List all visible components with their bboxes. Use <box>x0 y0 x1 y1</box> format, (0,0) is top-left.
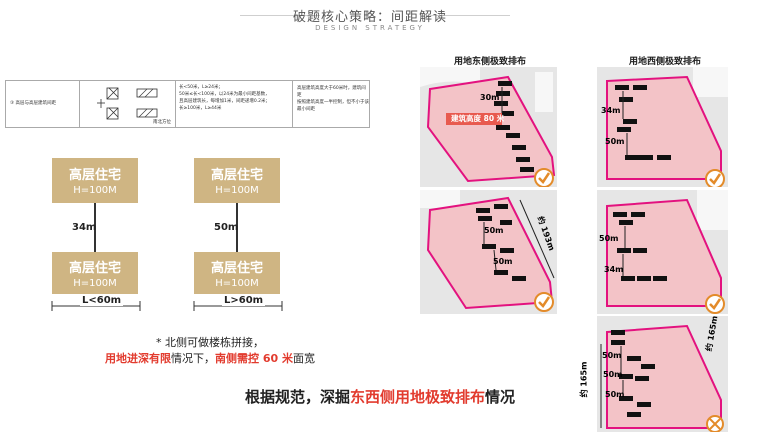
dim-label: 50m <box>493 257 513 266</box>
spec-orientation-note: 南北方位 <box>153 120 171 125</box>
spec-rule-line: 长≥100米，L≥44米 <box>179 106 222 111</box>
building-height-label: 建筑高度 80 米 <box>451 114 505 123</box>
box-height: H=100M <box>215 185 259 196</box>
spec-extra-line: 按照建筑高度一半控制，但不小于该 <box>297 100 369 105</box>
east-panel-title: 用地东侧极致排布 <box>453 57 526 67</box>
note-highlight: 用地进深有限 <box>105 352 172 365</box>
box-title: 高层住宅 <box>210 261 263 276</box>
west-site-plan-1 <box>597 67 728 187</box>
title-right-rule <box>430 15 510 16</box>
box-title: 高层住宅 <box>210 168 263 183</box>
conclusion-text: 情况 <box>485 388 516 406</box>
dim-label: 34m <box>601 106 621 115</box>
box-title: 高层住宅 <box>68 261 121 276</box>
spec-extra-cell: 高层建筑高度大于60米时，建筑间距 按照建筑高度一半控制，但不小于该 最小间距 <box>297 85 369 113</box>
gap-line-left <box>94 203 96 252</box>
length-dim-right <box>193 301 283 311</box>
spec-rule-line: 50米≤长<100米，以24米为最小间距基数， <box>179 92 270 97</box>
east-site-plan-1 <box>420 67 557 187</box>
west-site-plan-3 <box>597 316 728 432</box>
spec-extra-line: 高层建筑高度大于60米时，建筑间距 <box>297 86 366 98</box>
title-left-rule <box>240 15 320 16</box>
spacing-diagram-icon <box>97 87 158 120</box>
gap-label-right: 50m <box>214 222 239 233</box>
page-title: 破题核心策略：间距解读 <box>292 10 447 25</box>
dim-label: 50m <box>599 234 619 243</box>
residential-box-top-left: 高层住宅 H=100M <box>52 158 138 203</box>
note-line-2: 用地进深有限情况下，南侧需控 60 米面宽 <box>0 350 420 366</box>
check-icon <box>538 296 551 308</box>
residential-box-top-right: 高层住宅 H=100M <box>194 158 280 203</box>
length-label-left: L<60m <box>80 295 124 306</box>
note-text: 面宽 <box>292 352 315 365</box>
dim-label: 50m <box>605 390 625 399</box>
conclusion: 根据规范，深掘东西侧用地极致排布情况 <box>0 386 760 407</box>
residential-box-bottom-right: 高层住宅 H=100M <box>194 252 280 294</box>
spec-diagram-cell: 南北方位 <box>79 81 176 127</box>
dim-label: 50m <box>603 370 623 379</box>
spec-row-label: ③ 高层与高层建筑间距 <box>10 101 56 106</box>
spec-table: ③ 高层与高层建筑间距 南北方位 长<50米，L≥24米； 50米≤长<100米… <box>5 80 370 128</box>
length-label-right: L>60m <box>222 295 266 306</box>
length-dim-left <box>51 301 141 311</box>
cross-icon <box>709 418 721 430</box>
check-icon <box>709 173 722 185</box>
spec-rule-line: 且高层建筑长，每增加1米，间距递增0.2米； <box>179 99 271 104</box>
note-line-1: * 北侧可做楼栋拼接， <box>156 336 264 349</box>
gap-label-left: 34m <box>72 222 97 233</box>
dim-label: 34m <box>604 265 624 274</box>
check-icon <box>538 172 551 184</box>
conclusion-text: 根据规范，深掘 <box>244 388 350 406</box>
check-icon <box>709 298 722 310</box>
residential-box-bottom-left: 高层住宅 H=100M <box>52 252 138 294</box>
box-height: H=100M <box>73 185 117 196</box>
dim-label: 约 165m <box>579 361 589 398</box>
box-height: H=100M <box>73 278 117 289</box>
note-text: 情况下， <box>171 352 216 365</box>
spec-rule-line: 长<50米，L≥24米； <box>179 85 223 90</box>
dim-label: 50m <box>484 226 504 235</box>
dim-label: 30m <box>480 93 500 102</box>
conclusion-highlight: 东西侧用地极致排布 <box>349 388 485 406</box>
gap-line-right <box>236 203 238 252</box>
west-panel-title: 用地西侧极致排布 <box>628 57 701 67</box>
dim-label: 50m <box>602 351 622 360</box>
spec-rule-cell: 长<50米，L≥24米； 50米≤长<100米，以24米为最小间距基数， 且高层… <box>175 81 293 127</box>
page-subtitle: DESIGN STRATEGY <box>315 24 425 32</box>
west-site-plan-2 <box>597 190 728 314</box>
spec-row-label-cell: ③ 高层与高层建筑间距 <box>6 81 80 127</box>
note-highlight: 南侧需控 60 米 <box>215 352 293 365</box>
dim-label: 50m <box>605 137 625 146</box>
east-site-plan-2 <box>420 190 557 314</box>
box-title: 高层住宅 <box>68 168 121 183</box>
box-height: H=100M <box>215 278 259 289</box>
spec-extra-line: 最小间距 <box>297 107 315 112</box>
